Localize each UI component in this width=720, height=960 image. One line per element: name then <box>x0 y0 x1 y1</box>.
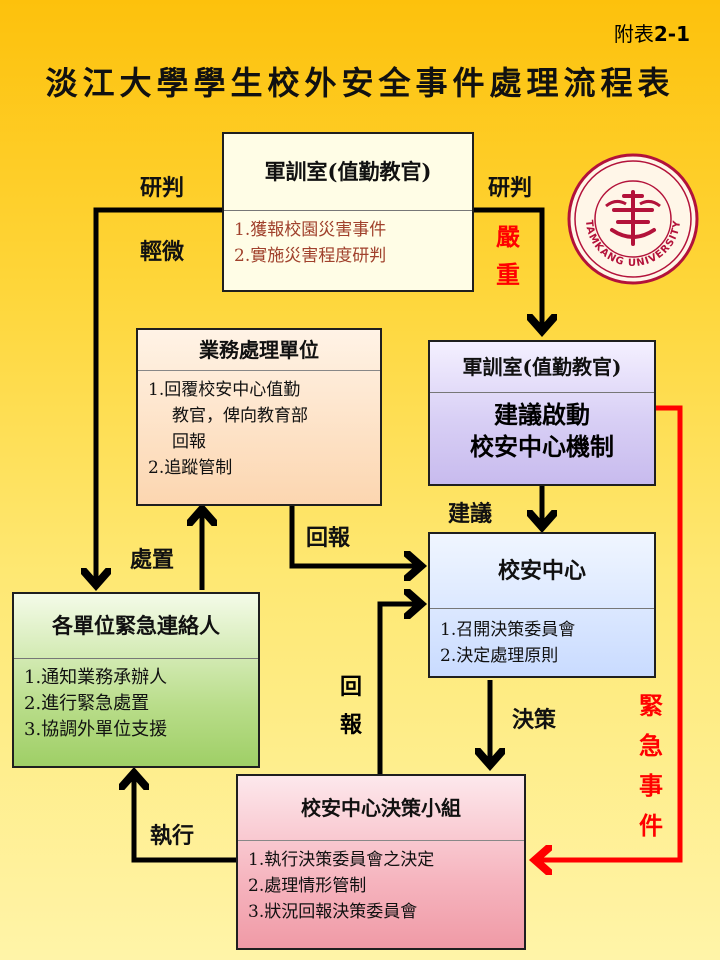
decision-item-3: 3.狀況回報決策委員會 <box>248 902 418 922</box>
military-mid-line-1: 建議啟動 <box>494 400 590 429</box>
business-item-1: 1.回覆校安中心值勤 <box>148 380 301 400</box>
arrow-minor <box>96 207 224 584</box>
business-item-2: 2.追蹤管制 <box>148 458 233 478</box>
center-item-2: 2.決定處理原則 <box>440 646 559 666</box>
military-top-item-1: 1.獲報校園災害事件 <box>234 220 387 240</box>
arrow-urgent <box>536 405 683 860</box>
emergency-contacts-box: 各單位緊急連絡人 1.通知業務承辦人 2.進行緊急處置 3.協調外單位支援 <box>12 592 260 768</box>
appendix-tag: 附表2-1 <box>613 22 690 46</box>
label-dispose: 處置 <box>130 547 175 573</box>
arrow-report-left <box>377 604 420 774</box>
military-office-top-box: 軍訓室(值勤教官) 1.獲報校園災害事件 2.實施災害程度研判 <box>222 132 474 292</box>
arrow-execute <box>134 774 238 863</box>
security-center-head: 校安中心 <box>430 534 654 609</box>
seal-icon: TAMKANG UNIVERSITY <box>567 153 699 285</box>
arrow-severe <box>472 207 542 330</box>
emergency-contacts-head: 各單位緊急連絡人 <box>14 594 258 659</box>
military-office-mid-box: 軍訓室(值勤教官) 建議啟動 校安中心機制 <box>428 340 656 486</box>
label-execute: 執行 <box>150 823 195 849</box>
security-center-box: 校安中心 1.召開決策委員會 2.決定處理原則 <box>428 532 656 678</box>
label-report-top: 回報 <box>306 525 351 551</box>
label-report-left: 回報 <box>339 674 362 738</box>
business-unit-box: 業務處理單位 1.回覆校安中心值勤 教官，俾向教育部 回報 2.追蹤管制 <box>136 328 382 506</box>
military-mid-line-2: 校安中心機制 <box>470 432 614 461</box>
label-severe: 嚴重 <box>496 222 520 289</box>
label-suggest: 建議 <box>448 501 493 527</box>
contacts-item-2: 2.進行緊急處置 <box>24 693 150 714</box>
label-decide: 決策 <box>512 707 557 733</box>
military-top-item-2: 2.實施災害程度研判 <box>234 246 387 266</box>
page-title: 淡江大學學生校外安全事件處理流程表 <box>45 64 675 102</box>
label-urgent: 緊急事件 <box>639 691 663 840</box>
contacts-item-3: 3.協調外單位支援 <box>24 719 168 740</box>
center-item-1: 1.召開決策委員會 <box>440 620 576 640</box>
label-judge-left: 研判 <box>140 175 185 201</box>
business-item-1c: 回報 <box>172 432 206 452</box>
military-office-mid-head: 軍訓室(值勤教官) <box>430 342 654 393</box>
business-unit-head: 業務處理單位 <box>138 330 380 371</box>
decision-group-head: 校安中心決策小組 <box>238 776 524 841</box>
contacts-item-1: 1.通知業務承辦人 <box>24 667 168 688</box>
label-judge-right: 研判 <box>488 175 533 201</box>
business-item-1b: 教官，俾向教育部 <box>172 406 308 426</box>
decision-group-box: 校安中心決策小組 1.執行決策委員會之決定 2.處理情形管制 3.狀況回報決策委… <box>236 774 526 950</box>
decision-item-1: 1.執行決策委員會之決定 <box>248 850 435 870</box>
military-office-top-head: 軍訓室(值勤教官) <box>224 134 472 211</box>
decision-item-2: 2.處理情形管制 <box>248 876 367 896</box>
university-seal-logo: TAMKANG UNIVERSITY <box>566 152 700 286</box>
label-minor: 輕微 <box>140 239 185 265</box>
arrow-report-top <box>289 504 420 566</box>
